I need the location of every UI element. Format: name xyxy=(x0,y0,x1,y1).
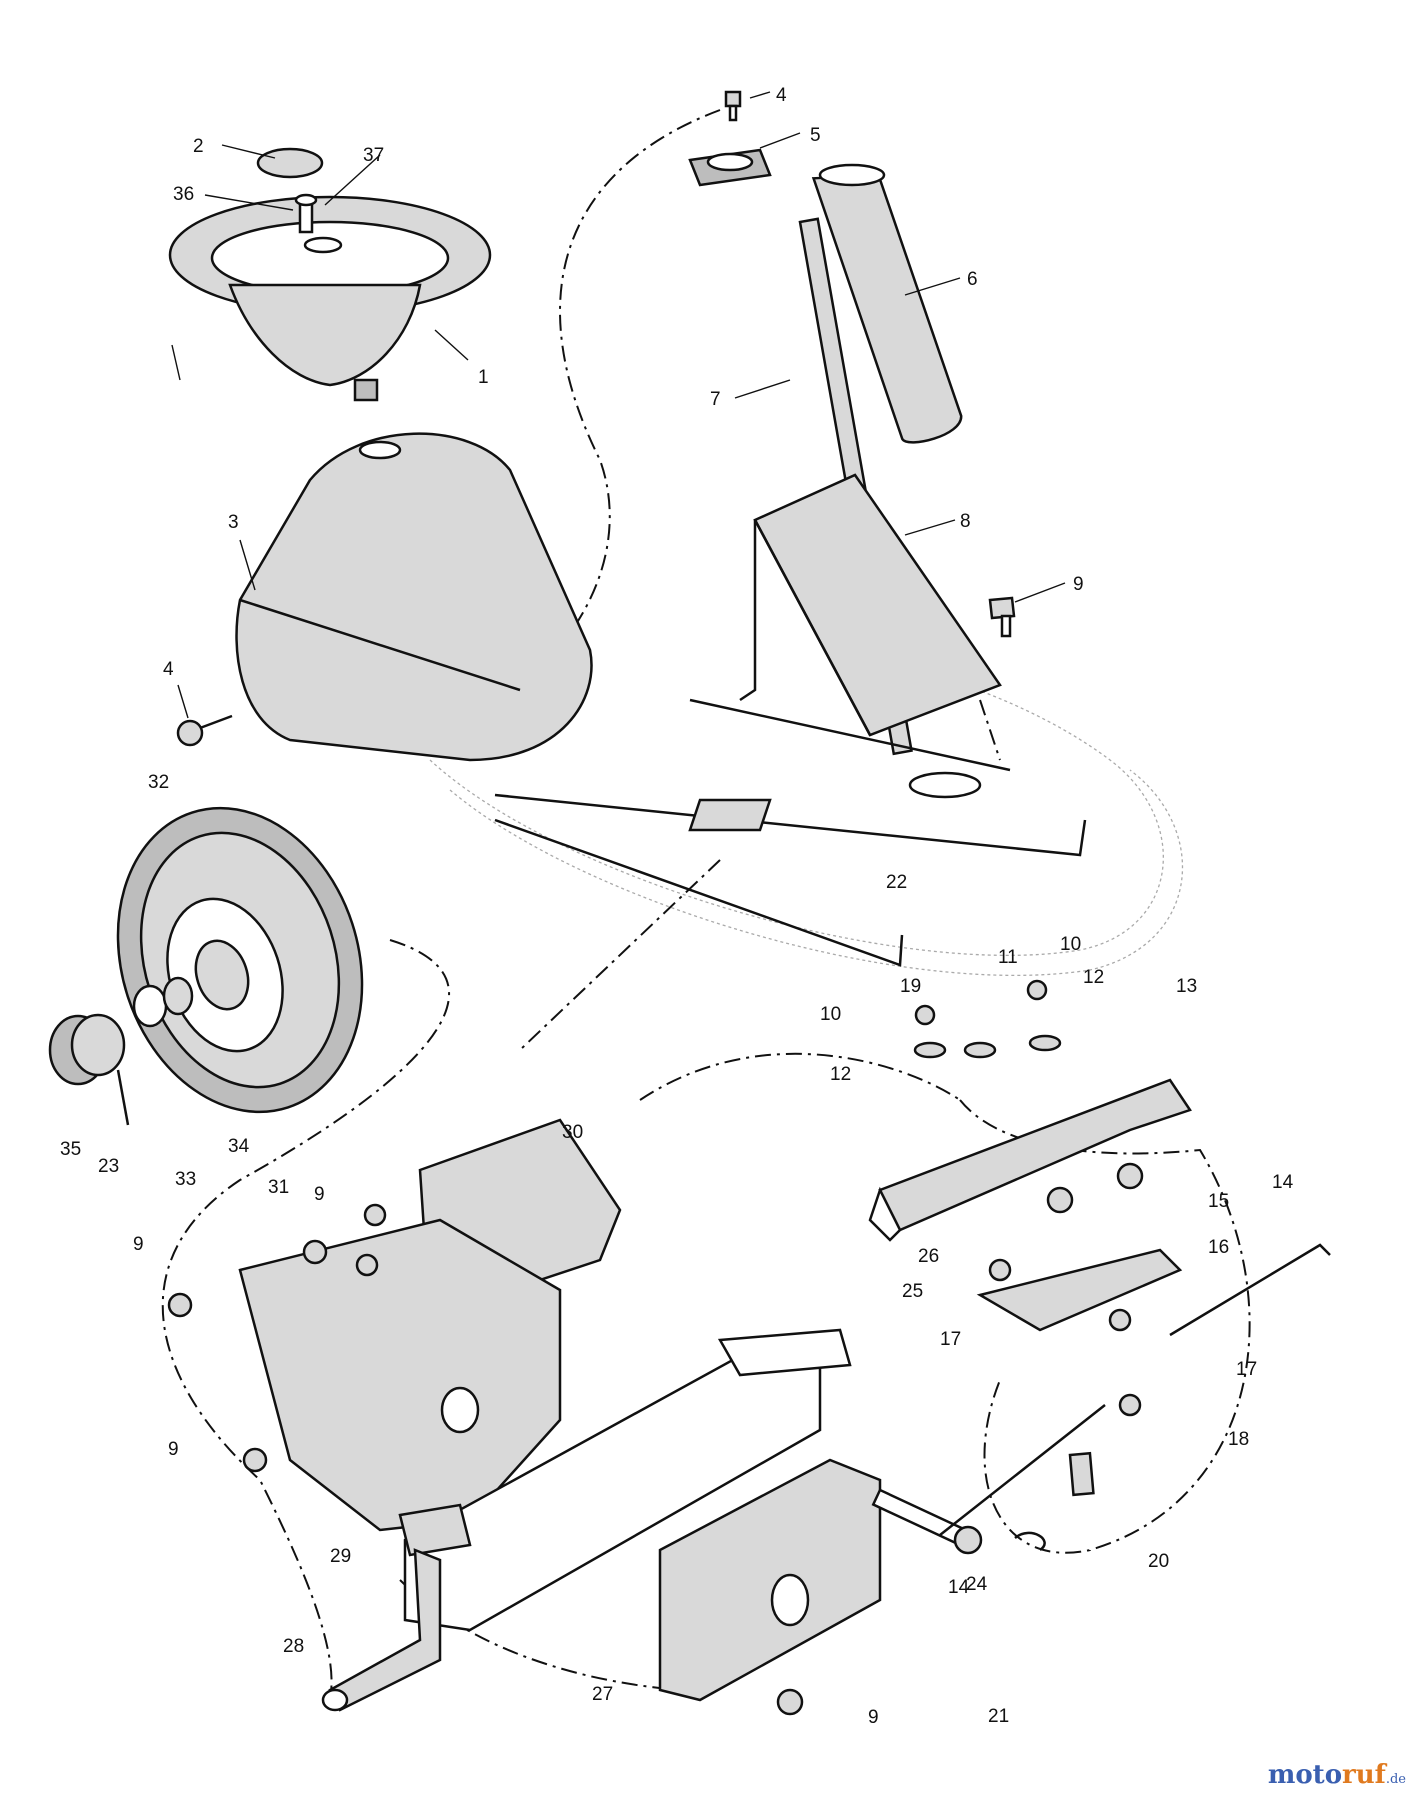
watermark-accent: ruf xyxy=(1342,1760,1386,1790)
steering-cap xyxy=(256,147,324,179)
callout-label: 26 xyxy=(918,1246,939,1267)
drag-link xyxy=(939,1243,1331,1536)
callout-label: 20 xyxy=(1148,1551,1169,1572)
callout-label: 21 xyxy=(988,1706,1009,1727)
deck-outline-ghost xyxy=(429,679,1164,956)
front-axle-beam xyxy=(403,1328,852,1632)
callout-label: 13 xyxy=(1176,976,1197,997)
callout-label: 28 xyxy=(283,1636,304,1657)
callout-label: 36 xyxy=(173,184,194,205)
frame-bolt xyxy=(776,1688,804,1716)
hub-cap xyxy=(48,1013,126,1086)
callout-labels: 1 2 3 4 4 5 6 7 8 9 9 9 9 9 10 10 11 12 … xyxy=(60,85,1294,1728)
callout-label: 8 xyxy=(960,511,971,532)
frame-plate xyxy=(494,698,1087,967)
callout-label: 17 xyxy=(1236,1359,1257,1380)
front-wheel xyxy=(116,806,364,1114)
callout-label: 18 xyxy=(1228,1429,1249,1450)
callout-label: 27 xyxy=(592,1684,613,1705)
callout-label: 14 xyxy=(948,1577,970,1598)
callout-label: 2 xyxy=(193,136,204,157)
callout-label: 6 xyxy=(967,269,978,290)
gear-bracket xyxy=(868,1078,1192,1242)
watermark-tld: .de xyxy=(1385,1772,1406,1787)
callout-label: 30 xyxy=(562,1122,583,1143)
callout-label: 24 xyxy=(966,1574,988,1595)
tower-bolt xyxy=(988,596,1016,638)
callout-label: 9 xyxy=(1073,574,1084,595)
callout-label: 9 xyxy=(314,1184,325,1205)
callout-label: 25 xyxy=(902,1281,923,1302)
callout-label: 9 xyxy=(133,1234,144,1255)
callout-label: 11 xyxy=(998,947,1018,968)
callout-label: 19 xyxy=(900,976,921,997)
callout-label: 9 xyxy=(168,1439,179,1460)
front-axle-plate xyxy=(238,1218,562,1532)
gear-pinion xyxy=(1068,1451,1095,1497)
axle-pivot-block xyxy=(658,1458,882,1702)
callout-label: 1 xyxy=(478,367,489,388)
callout-label: 33 xyxy=(175,1169,196,1190)
callout-label: 10 xyxy=(820,1004,841,1025)
callout-label: 29 xyxy=(330,1546,351,1567)
leader-lines xyxy=(171,91,1066,719)
wheel-bolt xyxy=(294,193,318,234)
wheel-washer xyxy=(303,236,343,254)
callout-label: 32 xyxy=(148,772,169,793)
callout-label: 37 xyxy=(363,145,384,166)
callout-label: 4 xyxy=(163,659,174,680)
axle-washer xyxy=(132,984,168,1028)
callout-label: 15 xyxy=(1208,1191,1229,1212)
callout-label: 4 xyxy=(776,85,787,106)
assembly-line-frame xyxy=(639,1052,961,1101)
callout-label: 10 xyxy=(1060,934,1081,955)
wheel-bearing xyxy=(162,976,194,1016)
console-screw xyxy=(176,714,233,747)
deck-outline-ghost-inner xyxy=(449,769,1184,976)
callout-label: 12 xyxy=(830,1064,851,1085)
hairpin-clip xyxy=(1014,1531,1046,1552)
callout-label: 3 xyxy=(228,512,239,533)
assembly-line-9-bolt xyxy=(979,699,1001,761)
watermark-main: moto xyxy=(1267,1760,1343,1790)
gear-hardware xyxy=(913,979,1144,1417)
assembly-line-steering-shaft xyxy=(253,109,721,743)
steering-tower xyxy=(739,473,1002,737)
callout-label: 22 xyxy=(886,872,907,893)
watermark-logo: motoruf.de xyxy=(1268,1760,1406,1790)
column-grip xyxy=(811,163,963,444)
spindle-washer xyxy=(321,1688,349,1712)
assembly-line-axle-pivot xyxy=(519,859,721,1051)
callout-label: 35 xyxy=(60,1139,81,1160)
assembly-line-front-axle xyxy=(161,939,451,1699)
callout-label: 31 xyxy=(268,1177,289,1198)
callout-label: 16 xyxy=(1208,1237,1229,1258)
callout-label: 5 xyxy=(810,125,821,146)
callout-label: 9 xyxy=(868,1707,879,1728)
callout-label: 17 xyxy=(940,1329,961,1350)
callout-label: 34 xyxy=(228,1136,250,1157)
gear-plate xyxy=(976,1248,1183,1332)
steering-console xyxy=(235,432,593,762)
callout-label: 23 xyxy=(98,1156,119,1177)
axle-bolts xyxy=(167,1203,387,1473)
cotter-pin xyxy=(116,1069,130,1126)
callout-label: 7 xyxy=(710,389,721,410)
callout-label: 14 xyxy=(1272,1172,1294,1193)
shaft-top-bolt xyxy=(724,90,742,122)
pivot-bolt xyxy=(871,1488,983,1555)
steering-wheel xyxy=(168,195,492,402)
callout-label: 12 xyxy=(1083,967,1104,988)
shaft-bushing xyxy=(688,148,772,187)
